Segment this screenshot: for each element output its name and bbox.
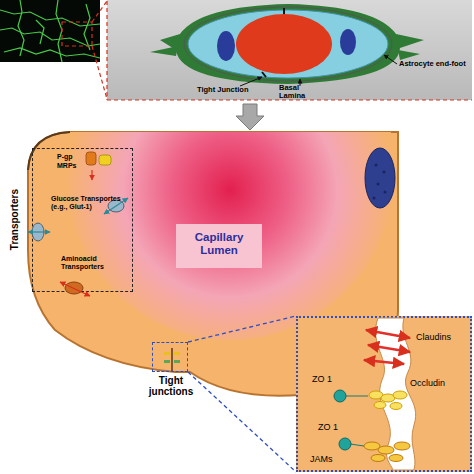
micrograph-part-part	[84, 4, 90, 50]
protein-label: ZO 1	[318, 422, 338, 432]
part-label: Astrocyte end-foot	[399, 60, 471, 68]
callout-pointer-part	[300, 79, 301, 86]
zoom-leader-part	[92, 1, 107, 22]
junction-detail-part-part	[394, 442, 410, 450]
junction-detail-part-part	[393, 391, 407, 399]
junction-contact-part	[171, 348, 173, 372]
endothelial-cell-part-part	[384, 191, 387, 194]
transporter-symbol-part	[86, 152, 96, 165]
junction-detail-part	[334, 390, 346, 402]
endothelial-cell-part-part	[383, 171, 386, 174]
micrograph-part-part	[4, 48, 100, 58]
micrograph	[0, 0, 100, 62]
zoom-leader-part	[92, 46, 107, 99]
transporter-symbol-part	[91, 170, 92, 180]
protein-label: ZO 1	[312, 374, 332, 384]
junction-detail-part	[339, 438, 351, 450]
micrograph-part	[0, 0, 100, 62]
junction-detail-part-part	[390, 403, 402, 410]
part-label: P-gp	[57, 153, 73, 161]
capillary-cross-section-part	[236, 14, 332, 74]
protein-label: JAMs	[310, 454, 333, 464]
micrograph-part-part	[0, 10, 100, 26]
zoom-connector	[188, 316, 296, 472]
down-arrow	[236, 104, 264, 130]
capillary-cross-section-part	[283, 8, 285, 14]
capillary-cross-section-part	[184, 7, 392, 81]
micrograph-part-part	[18, 0, 24, 56]
junction-detail-part-part	[389, 455, 403, 462]
endothelial-cell-part	[373, 164, 387, 200]
junction-detail-part-part	[364, 442, 380, 450]
transporter-symbol-part	[60, 282, 90, 296]
endothelial-cell-part	[365, 148, 395, 208]
micrograph-part-part	[36, 20, 44, 44]
endothelial-cell-part-part	[373, 197, 376, 200]
junction-detail-part-part	[346, 396, 368, 397]
junction-contact-part	[164, 360, 170, 363]
junction-contact-part	[164, 352, 170, 355]
down-arrow-part	[236, 104, 264, 130]
junction-contact-part	[174, 352, 180, 355]
transporter-symbol-part	[28, 231, 50, 232]
transporter-symbol-part	[99, 155, 111, 165]
junction-box: Tight junctions	[152, 342, 188, 372]
lumen-box: Capillary Lumen	[176, 224, 262, 268]
part-label: Tight junctions	[141, 375, 201, 397]
capillary-cross-section-part	[262, 72, 266, 77]
junction-detail-part-part	[374, 402, 386, 409]
junction-detail-part-part	[378, 446, 394, 454]
endothelial-cell-part-part	[377, 183, 380, 186]
capillary-cross-section-part	[188, 10, 388, 78]
zoom-leader-part	[62, 22, 92, 46]
endothelial-cell-part-part	[375, 164, 378, 167]
lumen-label: Capillary Lumen	[176, 231, 262, 257]
micrograph-part	[0, 0, 100, 62]
protein-label: Claudins	[416, 332, 451, 342]
part-label: Basal Lamina	[279, 84, 315, 101]
junction-detail-part-part	[371, 455, 385, 462]
protein-label: Occludin	[410, 378, 445, 388]
part-label: Aminoacid Transporters	[61, 255, 123, 271]
transporters-box: TransportersP-gpMRPsGlucose Transportes …	[32, 148, 133, 292]
junction-contact-part	[174, 360, 180, 363]
zoom-leader-part	[106, 1, 107, 100]
junction-contact	[164, 348, 180, 372]
part-label: Glucose Transportes (e.g., Glut-1)	[51, 195, 125, 211]
transporter-symbol	[28, 152, 128, 296]
part-label: Tight Junction	[197, 86, 249, 94]
part-label: MRPs	[57, 162, 76, 170]
capillary-cross-section-part	[217, 31, 235, 61]
micrograph-part-part	[56, 0, 62, 62]
capillary-cross-section-part	[340, 29, 356, 55]
group-heading: Transporters	[9, 150, 20, 290]
zoom-leader	[62, 1, 472, 100]
